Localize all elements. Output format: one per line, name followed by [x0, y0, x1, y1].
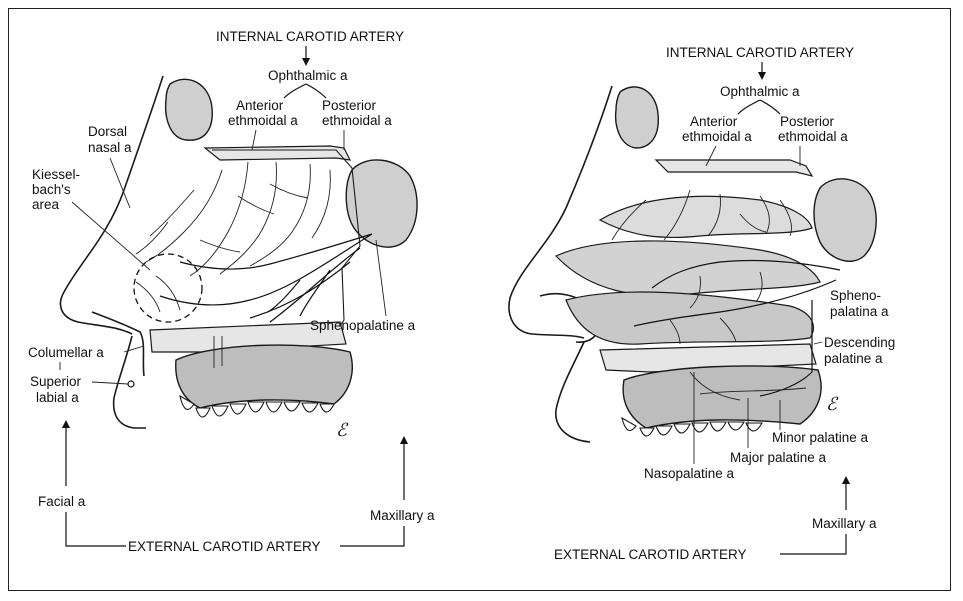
left-frontal-sinus — [166, 79, 213, 140]
right-anterior-ethmoidal-2: ethmoidal a — [682, 129, 752, 144]
right-upper-lip — [556, 342, 590, 442]
left-superior-labial-2: labial a — [36, 390, 79, 405]
right-posterior-ethmoidal-2: ethmoidal a — [778, 129, 848, 144]
left-sphenopalatine-label: Sphenopalatine a — [310, 318, 416, 333]
left-anterior-ethmoidal-1: Anterior — [236, 98, 284, 113]
right-major-palatine-label: Major palatine a — [730, 450, 827, 465]
left-artist-mark: ℰ — [336, 420, 349, 440]
right-nasopalatine-label: Nasopalatine a — [644, 466, 735, 481]
left-external-carotid-label: EXTERNAL CAROTID ARTERY — [128, 539, 321, 554]
right-minor-palatine-label: Minor palatine a — [772, 430, 869, 445]
left-posterior-ethmoidal-1: Posterior — [322, 98, 377, 113]
left-facial-label: Facial a — [38, 494, 86, 509]
right-cribriform-plate — [656, 160, 812, 176]
right-superior-turbinate — [600, 196, 812, 237]
right-maxillary-label: Maxillary a — [812, 516, 877, 531]
right-sphenopalatina-1: Spheno- — [830, 288, 881, 303]
left-sphenoid-sinus — [346, 160, 417, 247]
left-posterior-ethmoidal-2: ethmoidal a — [322, 113, 392, 128]
right-posterior-ethmoidal-1: Posterior — [780, 114, 835, 129]
left-dorsal-nasal-2: nasal a — [88, 140, 132, 155]
right-inferior-turbinate — [566, 292, 813, 344]
left-kiesselbach-2: bach's — [32, 182, 71, 197]
left-ophthalmic-label: Ophthalmic a — [268, 68, 348, 83]
right-internal-carotid-label: INTERNAL CAROTID ARTERY — [666, 45, 854, 60]
right-sphenoid-sinus — [814, 179, 876, 261]
right-external-carotid-label: EXTERNAL CAROTID ARTERY — [554, 547, 747, 562]
right-oral-gum — [623, 366, 821, 428]
right-artist-mark: ℰ — [826, 394, 839, 414]
right-ophthalmic-label: Ophthalmic a — [720, 84, 800, 99]
left-maxillary-label: Maxillary a — [370, 508, 435, 523]
right-descending-palatine-2: palatine a — [824, 351, 883, 366]
left-septal-vessels — [136, 162, 372, 322]
right-frontal-sinus — [616, 87, 659, 148]
right-sphenopalatina-2: palatina a — [830, 304, 889, 319]
right-anterior-ethmoidal-1: Anterior — [690, 114, 738, 129]
left-labels: INTERNAL CAROTID ARTERY Ophthalmic a Ant… — [28, 29, 435, 554]
left-oral-gum — [176, 345, 353, 408]
left-anterior-ethmoidal-2: ethmoidal a — [228, 113, 298, 128]
left-dorsal-nasal-1: Dorsal — [88, 124, 127, 139]
left-kiesselbach-3: area — [32, 197, 60, 212]
left-nostril — [92, 312, 144, 376]
left-kiesselbach-1: Kiessel- — [32, 167, 80, 182]
left-columellar-label: Columellar a — [28, 345, 104, 360]
left-cavity-outline — [150, 150, 360, 336]
left-superior-labial-1: Superior — [30, 374, 82, 389]
left-internal-carotid-label: INTERNAL CAROTID ARTERY — [216, 29, 404, 44]
left-cribriform-plate — [205, 146, 350, 160]
right-descending-palatine-1: Descending — [824, 335, 895, 350]
